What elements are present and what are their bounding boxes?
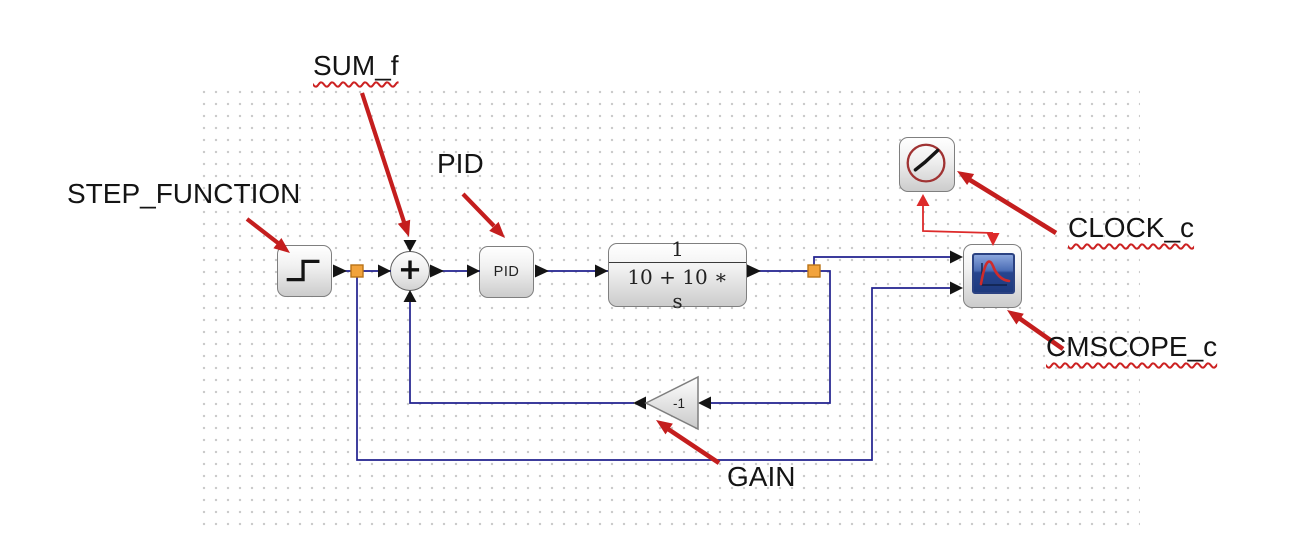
transfer-function-denominator: 10 + 10 ∗ s	[609, 262, 746, 313]
step-function-block[interactable]	[277, 245, 332, 297]
pid-block-label: PID	[493, 264, 520, 280]
transfer-function-numerator: 1	[671, 237, 684, 261]
annotation-label-scope: CMSCOPE_c	[1046, 331, 1218, 362]
clock-block[interactable]	[899, 137, 955, 192]
clock-icon	[906, 143, 946, 183]
scope-curve-icon	[979, 260, 1011, 286]
plus-symbol: +	[397, 252, 423, 286]
annotation-label-clock: CLOCK_c	[1068, 212, 1195, 243]
transfer-function-formula: 1 10 + 10 ∗ s	[609, 237, 746, 313]
scope-block[interactable]	[963, 244, 1022, 308]
transfer-function-block[interactable]: 1 10 + 10 ∗ s	[608, 237, 747, 313]
scope-screen	[972, 253, 1015, 294]
annotation-label-gain: GAIN	[727, 461, 796, 492]
pid-block[interactable]: PID	[479, 246, 534, 298]
annotation-label-sum: SUM_f	[313, 50, 399, 81]
sum-block[interactable]: +	[390, 251, 430, 291]
annotation-label-pid: PID	[437, 148, 484, 179]
annotation-label-step: STEP_FUNCTION	[67, 178, 301, 209]
step-icon	[286, 259, 320, 282]
